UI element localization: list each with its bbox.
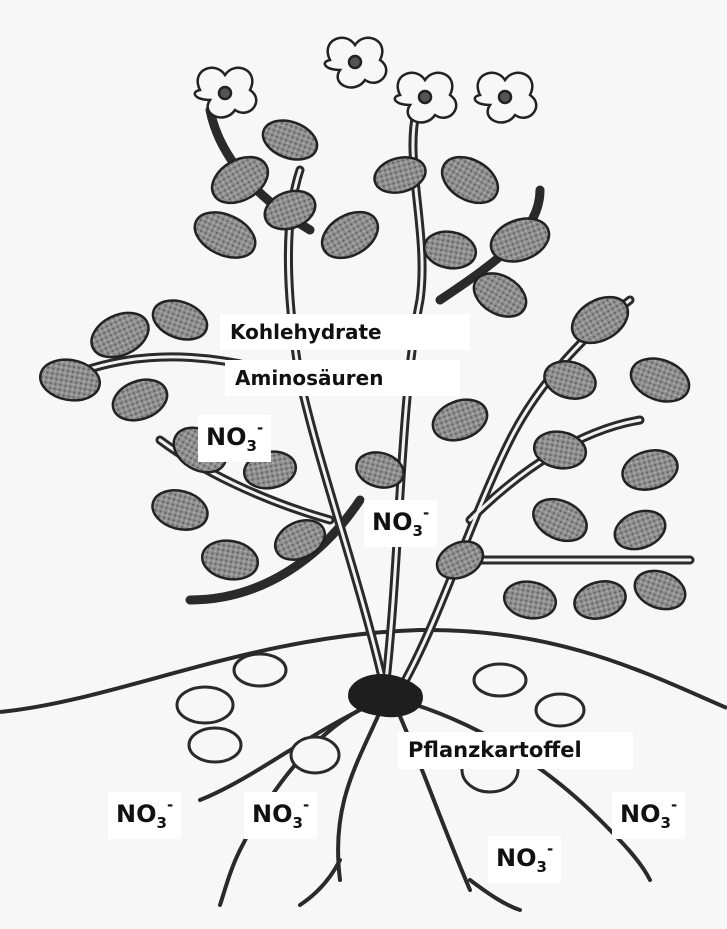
label-nitrate-leaf-left: NO3-: [198, 415, 271, 462]
seed-potato-shape: [349, 675, 422, 716]
label-nitrate-soil-center-right: NO3-: [488, 836, 561, 883]
flowers: [195, 38, 536, 123]
label-nitrate-soil-right: NO3-: [612, 792, 685, 839]
label-nitrate-stem: NO3-: [364, 500, 437, 547]
label-nitrate-soil-left: NO3-: [108, 792, 181, 839]
label-amino-acids: Aminosäuren: [225, 360, 460, 396]
label-carbohydrates: Kohlehydrate: [220, 314, 470, 350]
label-seed-potato: Pflanzkartoffel: [398, 732, 633, 769]
label-nitrate-soil-center-left: NO3-: [244, 792, 317, 839]
